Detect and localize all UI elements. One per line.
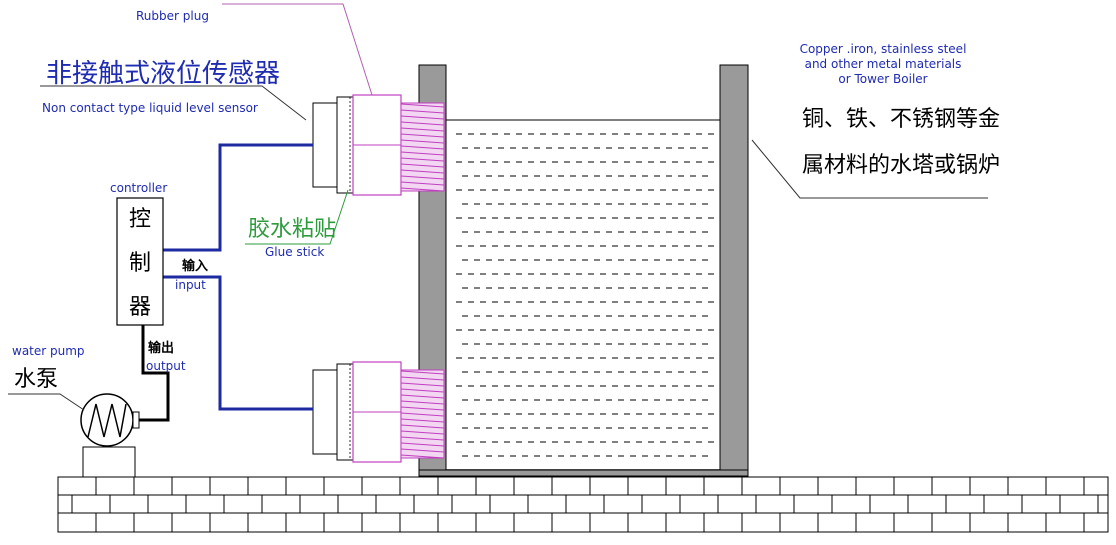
controller-label: controller bbox=[110, 181, 167, 195]
leader-lines bbox=[8, 3, 988, 411]
pump-wire bbox=[135, 325, 170, 422]
controller-char-3: 器 bbox=[129, 295, 151, 320]
pump-label-cn: 水泵 bbox=[14, 367, 58, 392]
brick-base bbox=[57, 476, 1109, 533]
lower-sensor-body bbox=[312, 369, 338, 455]
lower-sensor-wire bbox=[163, 275, 313, 411]
tank-material-cn-1: 铜、铁、不锈钢等金 bbox=[802, 107, 1000, 132]
sensor-label-en: Non contact type liquid level sensor bbox=[42, 101, 258, 115]
tank-material-en-3: or Tower Boiler bbox=[838, 72, 927, 86]
water-surface-dashes bbox=[456, 133, 714, 457]
upper-sensor-wire bbox=[163, 143, 313, 252]
input-label-en: input bbox=[175, 278, 206, 292]
glue-label-en: Glue stick bbox=[265, 245, 324, 259]
tank-leader bbox=[751, 139, 988, 199]
sensor-label-cn: 非接触式液位传感器 bbox=[46, 59, 280, 89]
lower-rubber-plug bbox=[336, 363, 354, 461]
upper-rubber-plug bbox=[336, 96, 354, 194]
glue-leader bbox=[245, 189, 349, 245]
controller-char-2: 制 bbox=[129, 251, 151, 276]
tank-right-wall bbox=[719, 64, 749, 477]
pump-leader bbox=[8, 393, 85, 411]
tank-material-en-1: Copper .iron, stainless steel bbox=[800, 42, 967, 56]
input-label-cn: 输入 bbox=[182, 258, 208, 274]
upper-sensor bbox=[312, 94, 445, 196]
pump-base bbox=[82, 446, 136, 478]
pump-coil-icon bbox=[87, 403, 127, 438]
tank-material-cn-2: 属材料的水塔或锅炉 bbox=[802, 153, 1000, 178]
output-label-en: output bbox=[146, 359, 186, 373]
glue-label-cn: 胶水粘贴 bbox=[248, 217, 336, 242]
controller-char-1: 控 bbox=[129, 207, 151, 232]
controller-box: 控 制 器 bbox=[116, 197, 164, 326]
water-tank bbox=[418, 64, 749, 477]
tank-material-en-2: and other metal materials bbox=[805, 57, 962, 71]
pump-label-en: water pump bbox=[12, 344, 85, 358]
sensor-wires bbox=[163, 143, 313, 411]
upper-sensor-body bbox=[312, 102, 338, 188]
lower-sensor bbox=[312, 361, 445, 463]
sensor-leader bbox=[40, 85, 307, 121]
rubber-plug-label: Rubber plug bbox=[136, 9, 209, 23]
rubber-plug-leader bbox=[222, 3, 373, 96]
output-label-cn: 输出 bbox=[148, 340, 174, 356]
water-pump bbox=[80, 393, 140, 478]
pump-motor-icon bbox=[80, 393, 134, 447]
